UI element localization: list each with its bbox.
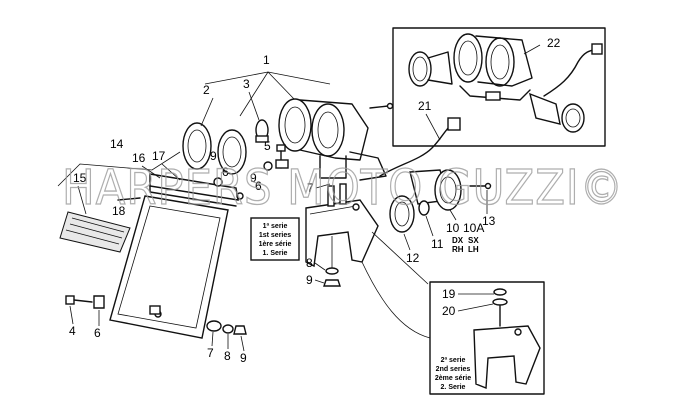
inset-leader	[361, 261, 431, 339]
callout-2: 2	[203, 83, 210, 97]
nut-stack-8-9: 8 9	[306, 236, 341, 287]
watermark: HARPERS MOTO GUZZI©	[62, 160, 624, 216]
callout-4: 4	[69, 324, 76, 338]
callout-7b: 7	[207, 346, 214, 360]
hardware-group-centre: 5 9 6 7	[250, 139, 331, 195]
tail-lamp-assembly: 2 3	[182, 77, 394, 181]
callout-14: 14	[110, 137, 124, 151]
callout-6b: 6	[222, 165, 229, 179]
callout-9c: 9	[210, 149, 217, 163]
callout-3: 3	[243, 77, 250, 91]
turn-indicators: 21 12 11 10 10A DX SX RH LH 13	[379, 99, 496, 265]
callout-11: 11	[431, 237, 444, 251]
callout-7a: 7	[307, 181, 314, 195]
callout-18: 18	[112, 204, 126, 218]
callout-19: 19	[442, 287, 456, 301]
callout-1: 1	[263, 53, 270, 67]
svg-text:2ª serie: 2ª serie	[441, 357, 466, 364]
callout-20: 20	[442, 304, 456, 318]
svg-text:RH: RH	[452, 245, 464, 254]
svg-text:2ème série: 2ème série	[435, 375, 471, 382]
svg-text:SX: SX	[468, 236, 479, 245]
svg-text:1. Serie: 1. Serie	[263, 250, 288, 257]
callout-9d: 9	[240, 351, 247, 365]
callout-6c: 6	[94, 326, 101, 340]
callout-9b: 9	[306, 273, 313, 287]
leader-1: 1	[204, 53, 331, 117]
fasteners-lower: 4 6 7 8 9	[65, 295, 247, 365]
inset-box-series-2: 19 20 2ª serie 2nd series 2ème série 2. …	[429, 281, 545, 395]
svg-text:2. Serie: 2. Serie	[441, 384, 466, 391]
callout-8b: 8	[224, 349, 231, 363]
callout-16: 16	[132, 151, 146, 165]
series-1-note: 1ª serie 1st series 1ère série 1. Serie	[250, 217, 300, 261]
svg-text:LH: LH	[468, 245, 479, 254]
svg-text:DX: DX	[452, 236, 464, 245]
callout-17: 17	[152, 149, 166, 163]
plate-holder: 18 14 15 16 17 9 6	[57, 137, 244, 339]
mounting-bracket	[305, 183, 379, 268]
callout-13: 13	[482, 214, 496, 228]
callout-15: 15	[73, 171, 87, 185]
callout-8a: 8	[306, 256, 313, 270]
svg-text:1ª serie: 1ª serie	[263, 223, 288, 230]
callout-9: 9	[250, 171, 257, 185]
inset-box-22: 22	[392, 27, 606, 147]
callout-21: 21	[418, 99, 432, 113]
svg-text:1ère série: 1ère série	[259, 241, 292, 248]
callout-5: 5	[264, 139, 271, 153]
callout-10a: 10A	[463, 221, 484, 235]
callout-6: 6	[255, 179, 262, 193]
callout-22: 22	[547, 36, 561, 50]
callout-10: 10	[446, 221, 460, 235]
callout-12: 12	[406, 251, 420, 265]
svg-text:1st series: 1st series	[259, 232, 291, 239]
svg-text:2nd series: 2nd series	[436, 366, 471, 373]
